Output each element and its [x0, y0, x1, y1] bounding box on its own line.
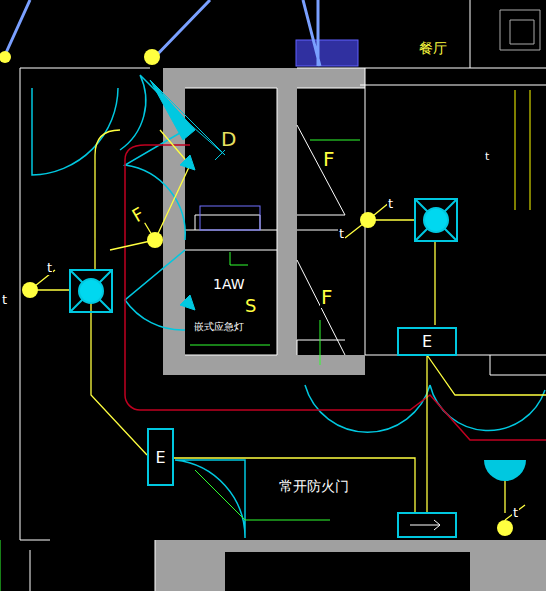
panel-box: E — [397, 327, 457, 356]
panel — [200, 206, 260, 230]
plan-label: 常开防火门 — [278, 478, 350, 494]
plan-label: F — [322, 148, 336, 170]
green-leaders — [0, 140, 360, 591]
plan-label: S — [244, 296, 257, 316]
smoke-detectors — [70, 199, 457, 312]
plan-label: t — [46, 260, 53, 275]
plan-label: 餐厅 — [418, 40, 448, 56]
plan-label: t — [1, 292, 8, 307]
plan-label: F — [320, 286, 334, 308]
plan-label: F — [128, 203, 149, 227]
box-text: E — [155, 448, 165, 467]
doors — [32, 75, 545, 538]
hatch-block — [296, 40, 358, 66]
plan-label: t — [512, 505, 519, 520]
yellow-wiring — [30, 130, 546, 520]
plan-label: D — [220, 128, 237, 150]
plan-label: t — [338, 226, 345, 241]
exit-sign — [398, 513, 456, 537]
red-wire — [125, 145, 546, 440]
plan-label: 1AW — [212, 276, 246, 292]
detector-dots — [0, 49, 513, 536]
plan-label: t — [387, 196, 394, 211]
plan-label: 嵌式应急灯 — [193, 321, 245, 333]
plan-label: t — [484, 150, 490, 163]
lamp — [484, 460, 526, 481]
furniture — [515, 90, 530, 210]
wall-lines — [20, 0, 546, 591]
walls — [155, 68, 546, 591]
box-text: E — [422, 332, 432, 351]
blue-leads — [5, 0, 320, 66]
panel-box: E — [147, 428, 174, 486]
sink — [500, 10, 540, 50]
